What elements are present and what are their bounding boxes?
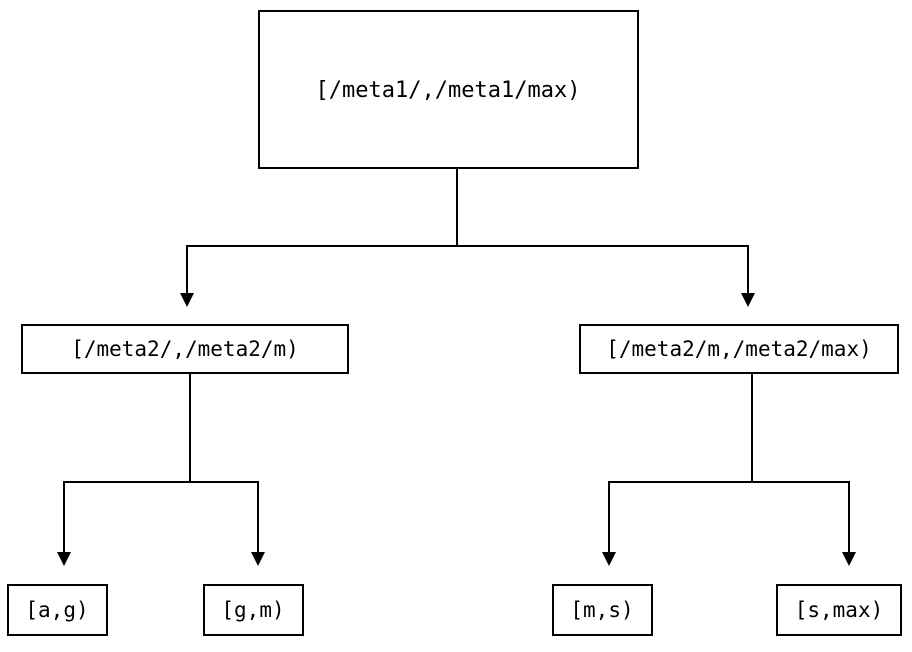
- edge-mid-right-to-leaves-group: [602, 373, 856, 566]
- node-root[interactable]: [/meta1/,/meta1/max): [258, 10, 639, 169]
- edge-root-to-mid-group: [180, 168, 755, 307]
- node-leaf-4-label: [s,max): [795, 598, 884, 622]
- node-leaf-4-box[interactable]: [776, 584, 902, 636]
- node-leaf-1-box[interactable]: [7, 584, 108, 636]
- edge-mid-left-to-leaves-group: [57, 373, 265, 566]
- node-leaf-2-box[interactable]: [203, 584, 304, 636]
- node-root-box[interactable]: [258, 10, 639, 169]
- arrowhead-to-leaf-3: [602, 552, 616, 566]
- arrowhead-to-mid-left: [180, 293, 194, 307]
- node-root-label: [/meta1/,/meta1/max): [316, 78, 581, 103]
- node-mid-left-box[interactable]: [21, 324, 349, 374]
- node-mid-right[interactable]: [/meta2/m,/meta2/max): [579, 324, 899, 374]
- node-leaf-3-box[interactable]: [552, 584, 653, 636]
- node-mid-left[interactable]: [/meta2/,/meta2/m): [21, 324, 349, 374]
- arrowhead-to-leaf-2: [251, 552, 265, 566]
- node-mid-right-label: [/meta2/m,/meta2/max): [606, 337, 872, 361]
- arrowhead-to-leaf-4: [842, 552, 856, 566]
- node-leaf-3-label: [m,s): [570, 598, 633, 622]
- arrowhead-to-mid-right: [741, 293, 755, 307]
- node-leaf-2-label: [g,m): [221, 598, 284, 622]
- node-mid-left-label: [/meta2/,/meta2/m): [71, 337, 299, 361]
- node-leaf-1-label: [a,g): [25, 598, 88, 622]
- arrowhead-to-leaf-1: [57, 552, 71, 566]
- node-mid-right-box[interactable]: [579, 324, 899, 374]
- node-leaf-1[interactable]: [a,g): [7, 584, 108, 636]
- node-leaf-4[interactable]: [s,max): [776, 584, 902, 636]
- node-leaf-3[interactable]: [m,s): [552, 584, 653, 636]
- node-leaf-2[interactable]: [g,m): [203, 584, 304, 636]
